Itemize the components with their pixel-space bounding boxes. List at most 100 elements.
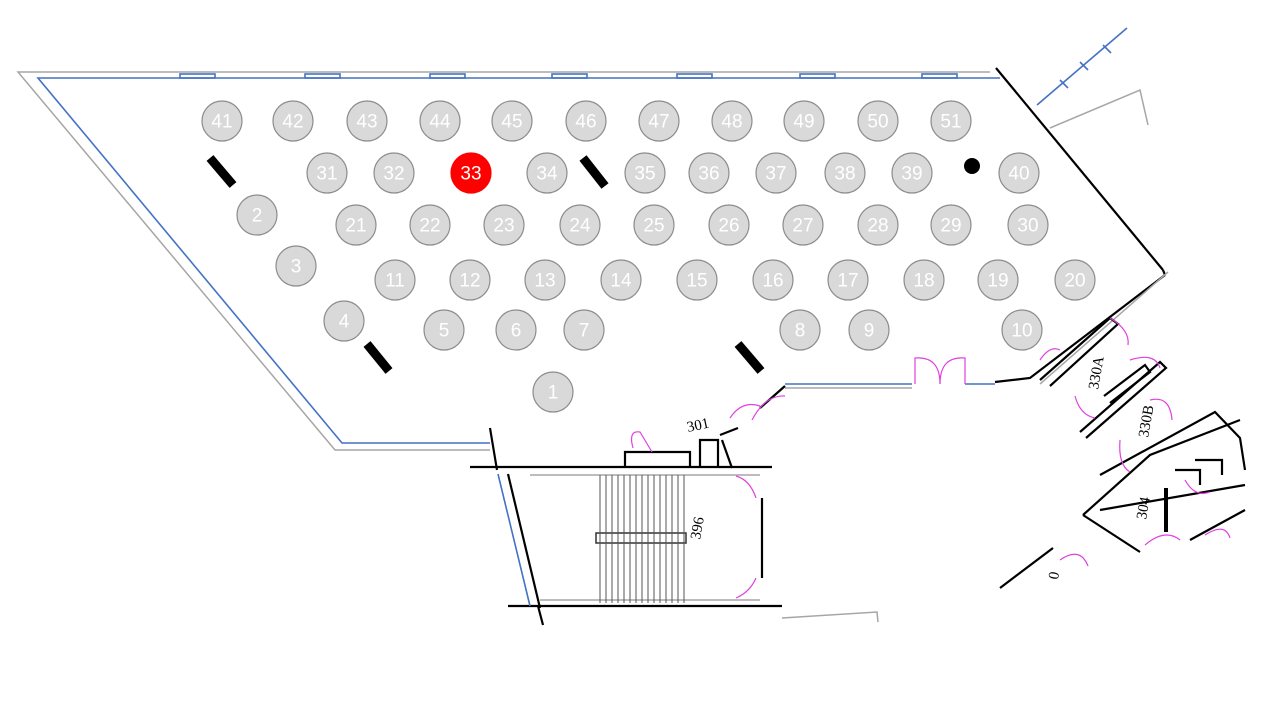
seat-circle[interactable] bbox=[824, 152, 866, 194]
seat-4[interactable]: 4 bbox=[323, 300, 365, 342]
seat-circle[interactable] bbox=[532, 371, 574, 413]
seat-21[interactable]: 21 bbox=[335, 204, 377, 246]
seat-circle[interactable] bbox=[848, 309, 890, 351]
seat-22[interactable]: 22 bbox=[409, 204, 451, 246]
seat-28[interactable]: 28 bbox=[857, 204, 899, 246]
seat-circle[interactable] bbox=[423, 309, 465, 351]
seat-19[interactable]: 19 bbox=[977, 259, 1019, 301]
seat-circle[interactable] bbox=[563, 309, 605, 351]
seat-37[interactable]: 37 bbox=[755, 152, 797, 194]
seat-circle[interactable] bbox=[827, 259, 869, 301]
seat-38[interactable]: 38 bbox=[824, 152, 866, 194]
seat-circle[interactable] bbox=[633, 204, 675, 246]
seat-circle[interactable] bbox=[676, 259, 718, 301]
seat-14[interactable]: 14 bbox=[600, 259, 642, 301]
seat-circle[interactable] bbox=[419, 100, 461, 142]
seat-circle[interactable] bbox=[565, 100, 607, 142]
seat-29[interactable]: 29 bbox=[930, 204, 972, 246]
seat-9[interactable]: 9 bbox=[848, 309, 890, 351]
seat-circle[interactable] bbox=[930, 100, 972, 142]
seat-circle[interactable] bbox=[752, 259, 794, 301]
seat-circle[interactable] bbox=[491, 100, 533, 142]
seat-20[interactable]: 20 bbox=[1054, 259, 1096, 301]
seat-34[interactable]: 34 bbox=[526, 152, 568, 194]
seat-circle[interactable] bbox=[857, 204, 899, 246]
seat-circle[interactable] bbox=[409, 204, 451, 246]
seat-circle[interactable] bbox=[624, 152, 666, 194]
seat-11[interactable]: 11 bbox=[374, 259, 416, 301]
seat-30[interactable]: 30 bbox=[1007, 204, 1049, 246]
seat-circle[interactable] bbox=[782, 204, 824, 246]
seat-15[interactable]: 15 bbox=[676, 259, 718, 301]
seat-5[interactable]: 5 bbox=[423, 309, 465, 351]
seat-8[interactable]: 8 bbox=[779, 309, 821, 351]
seat-circle[interactable] bbox=[688, 152, 730, 194]
seat-circle[interactable] bbox=[755, 152, 797, 194]
seat-24[interactable]: 24 bbox=[559, 204, 601, 246]
seat-51[interactable]: 51 bbox=[930, 100, 972, 142]
seat-33[interactable]: 33 bbox=[450, 152, 492, 194]
seat-31[interactable]: 31 bbox=[306, 152, 348, 194]
seat-circle[interactable] bbox=[638, 100, 680, 142]
seat-circle[interactable] bbox=[1054, 259, 1096, 301]
seat-circle[interactable] bbox=[779, 309, 821, 351]
seat-circle[interactable] bbox=[930, 204, 972, 246]
seat-circle[interactable] bbox=[857, 100, 899, 142]
seat-circle[interactable] bbox=[323, 300, 365, 342]
seat-circle[interactable] bbox=[236, 194, 278, 236]
seat-16[interactable]: 16 bbox=[752, 259, 794, 301]
seat-circle[interactable] bbox=[998, 152, 1040, 194]
seat-circle[interactable] bbox=[346, 100, 388, 142]
seat-circle[interactable] bbox=[977, 259, 1019, 301]
seat-circle[interactable] bbox=[374, 259, 416, 301]
seat-48[interactable]: 48 bbox=[711, 100, 753, 142]
seat-3[interactable]: 3 bbox=[275, 245, 317, 287]
seat-circle[interactable] bbox=[495, 309, 537, 351]
seat-35[interactable]: 35 bbox=[624, 152, 666, 194]
seat-36[interactable]: 36 bbox=[688, 152, 730, 194]
seat-circle[interactable] bbox=[373, 152, 415, 194]
seat-circle[interactable] bbox=[306, 152, 348, 194]
seat-circle[interactable] bbox=[524, 259, 566, 301]
seat-47[interactable]: 47 bbox=[638, 100, 680, 142]
seat-circle[interactable] bbox=[1001, 309, 1043, 351]
seat-23[interactable]: 23 bbox=[483, 204, 525, 246]
seat-circle[interactable] bbox=[600, 259, 642, 301]
seat-circle[interactable] bbox=[783, 100, 825, 142]
seat-32[interactable]: 32 bbox=[373, 152, 415, 194]
seat-17[interactable]: 17 bbox=[827, 259, 869, 301]
seat-46[interactable]: 46 bbox=[565, 100, 607, 142]
seat-39[interactable]: 39 bbox=[891, 152, 933, 194]
seat-circle[interactable] bbox=[903, 259, 945, 301]
seat-1[interactable]: 1 bbox=[532, 371, 574, 413]
seat-43[interactable]: 43 bbox=[346, 100, 388, 142]
seat-circle[interactable] bbox=[275, 245, 317, 287]
seat-18[interactable]: 18 bbox=[903, 259, 945, 301]
seat-circle[interactable] bbox=[450, 152, 492, 194]
seat-10[interactable]: 10 bbox=[1001, 309, 1043, 351]
seat-50[interactable]: 50 bbox=[857, 100, 899, 142]
seat-42[interactable]: 42 bbox=[272, 100, 314, 142]
seat-12[interactable]: 12 bbox=[449, 259, 491, 301]
seat-circle[interactable] bbox=[201, 100, 243, 142]
seat-6[interactable]: 6 bbox=[495, 309, 537, 351]
seat-41[interactable]: 41 bbox=[201, 100, 243, 142]
seat-circle[interactable] bbox=[335, 204, 377, 246]
seat-45[interactable]: 45 bbox=[491, 100, 533, 142]
seat-circle[interactable] bbox=[711, 100, 753, 142]
seat-13[interactable]: 13 bbox=[524, 259, 566, 301]
seat-44[interactable]: 44 bbox=[419, 100, 461, 142]
seat-49[interactable]: 49 bbox=[783, 100, 825, 142]
seat-circle[interactable] bbox=[272, 100, 314, 142]
seat-circle[interactable] bbox=[483, 204, 525, 246]
seat-2[interactable]: 2 bbox=[236, 194, 278, 236]
seat-circle[interactable] bbox=[449, 259, 491, 301]
seat-circle[interactable] bbox=[708, 204, 750, 246]
seat-circle[interactable] bbox=[526, 152, 568, 194]
seat-circle[interactable] bbox=[1007, 204, 1049, 246]
seat-26[interactable]: 26 bbox=[708, 204, 750, 246]
seat-7[interactable]: 7 bbox=[563, 309, 605, 351]
seat-40[interactable]: 40 bbox=[998, 152, 1040, 194]
seat-25[interactable]: 25 bbox=[633, 204, 675, 246]
seat-circle[interactable] bbox=[891, 152, 933, 194]
